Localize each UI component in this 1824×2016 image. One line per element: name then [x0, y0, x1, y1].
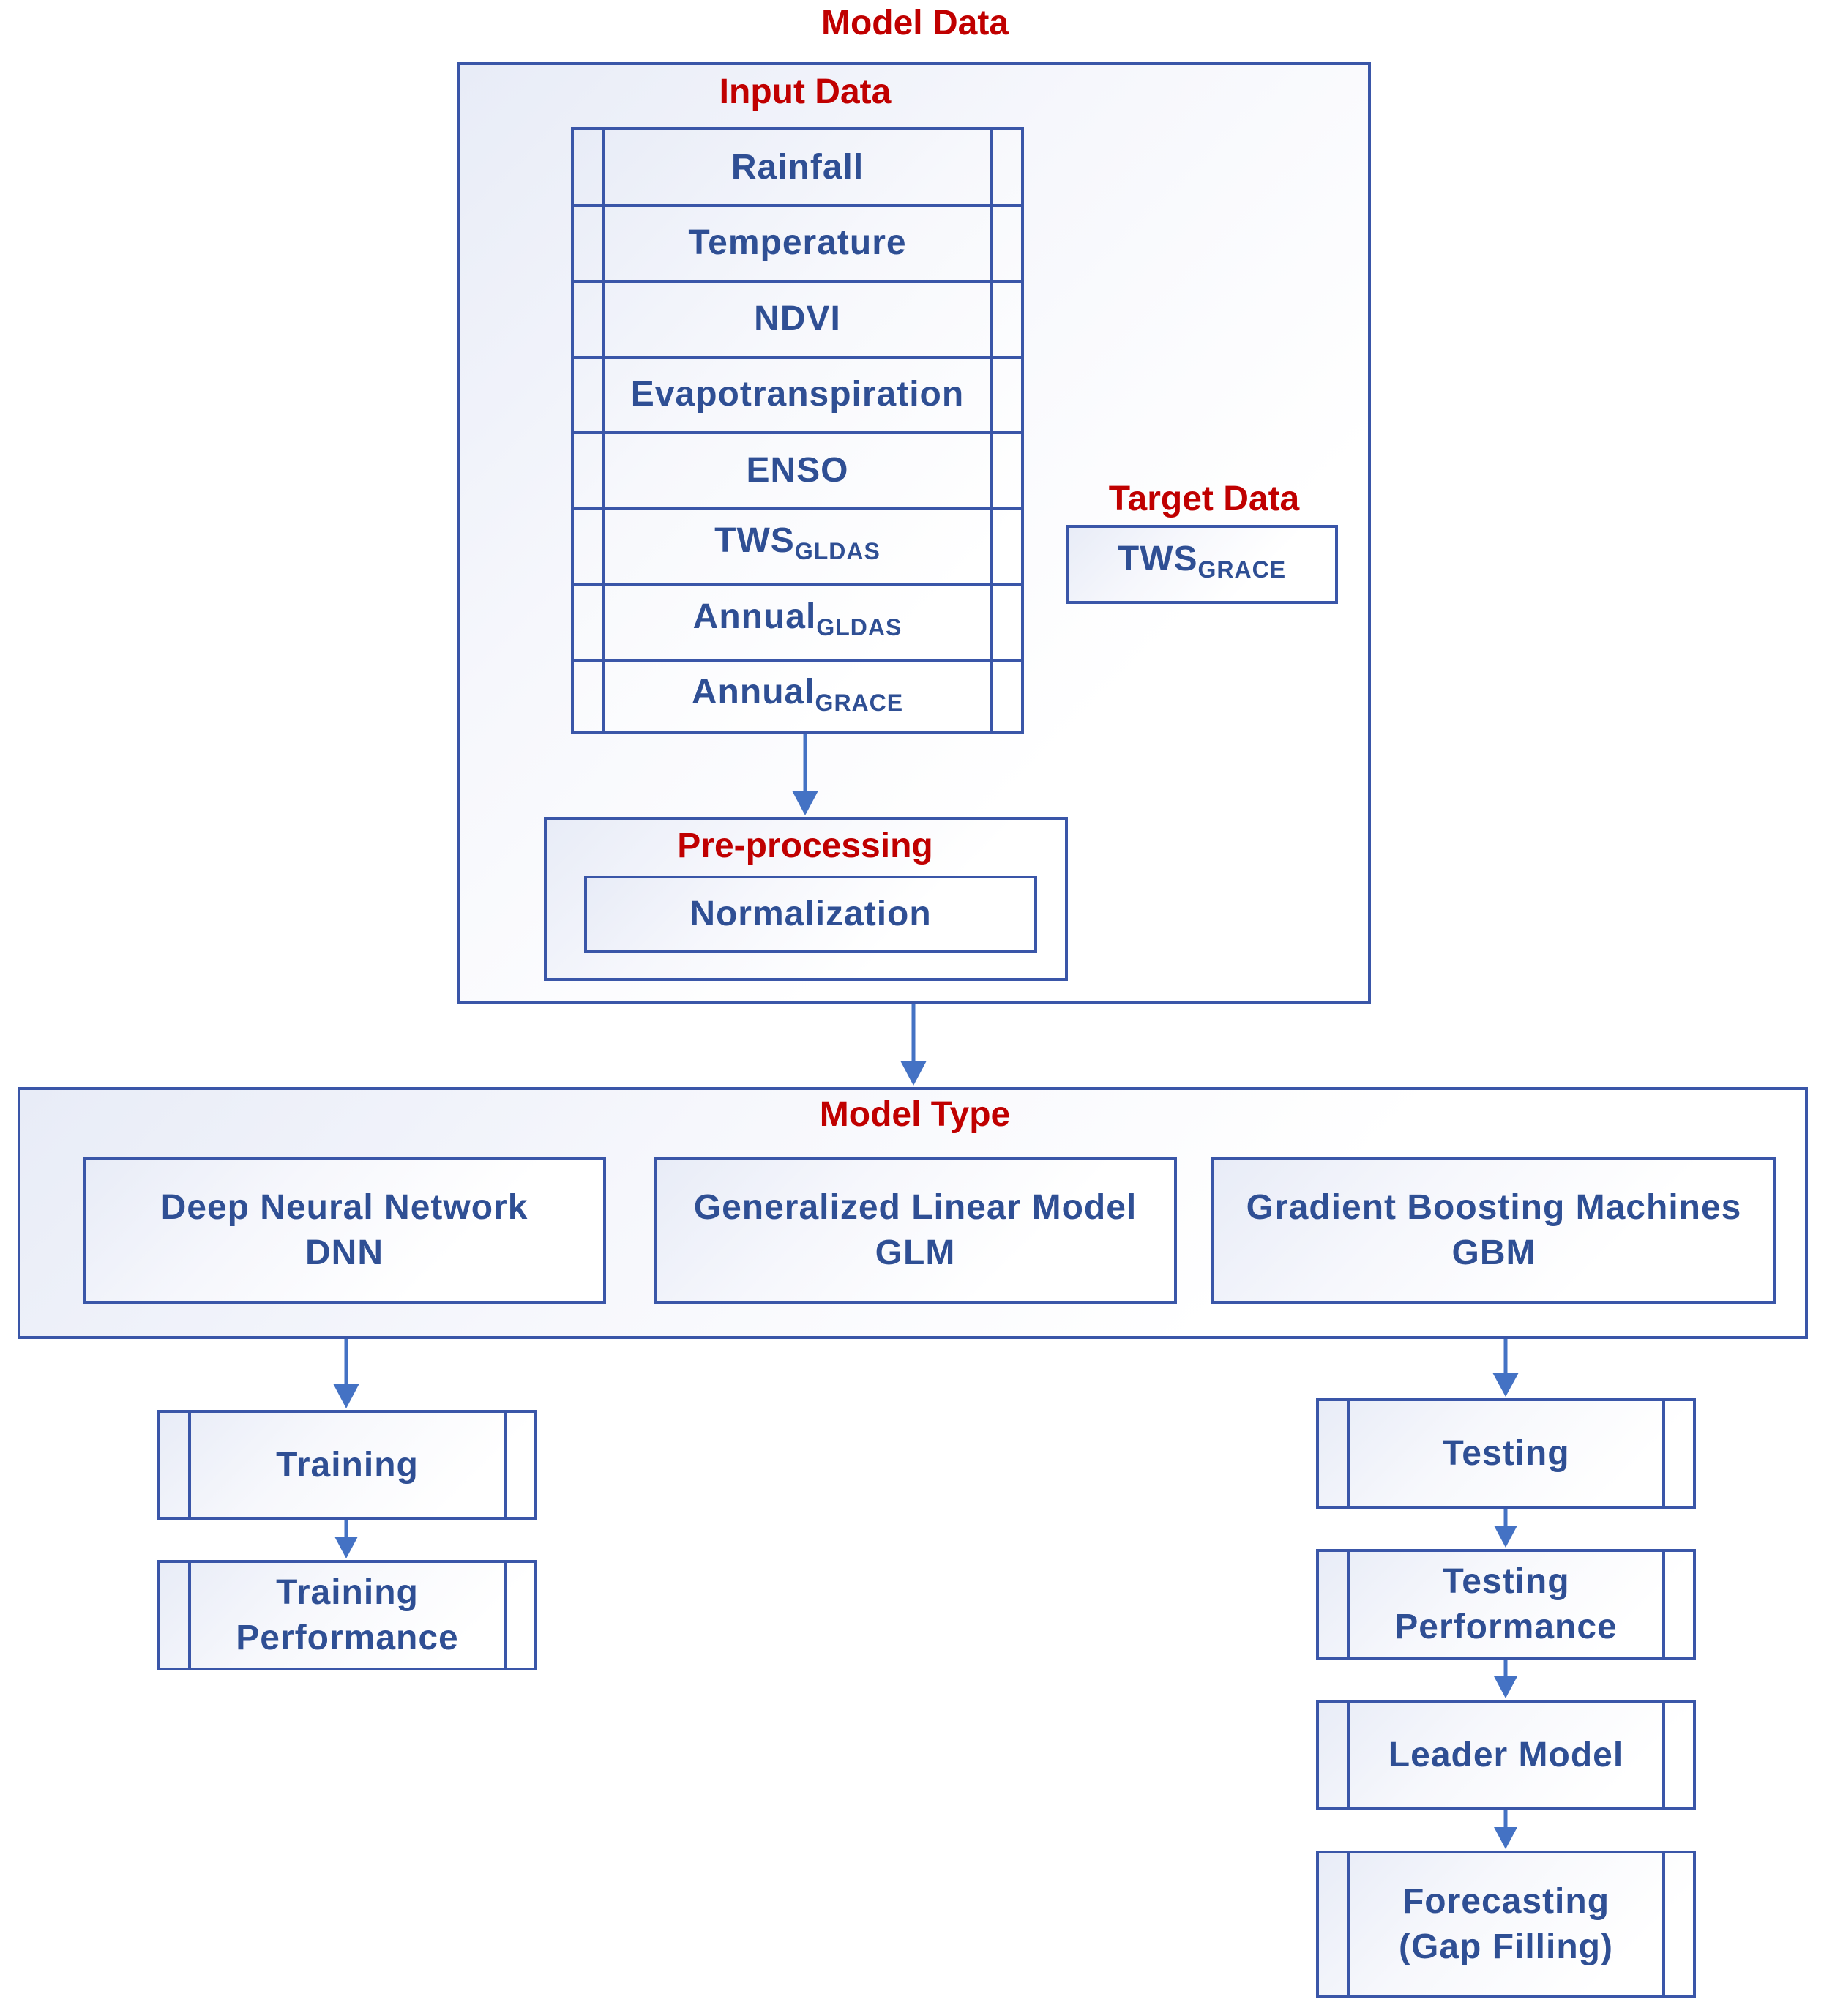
training-label: Training	[276, 1445, 419, 1485]
testing-performance-box: Testing Performance	[1316, 1549, 1696, 1660]
arrowhead-modeltype-to-training	[333, 1384, 359, 1408]
input-row: Rainfall	[605, 130, 990, 206]
target-tws-label: TWS	[1117, 540, 1198, 578]
input-row: Evapotranspiration	[605, 357, 990, 433]
testing-label: Testing	[1442, 1433, 1570, 1473]
input-row-label: Annual	[691, 673, 815, 712]
training-box: Training	[157, 1410, 537, 1520]
input-row-subscript: GRACE	[815, 690, 904, 717]
input-row: NDVI	[605, 281, 990, 357]
arrowhead-modeltype-to-testing	[1492, 1373, 1519, 1397]
input-row: AnnualGLDAS	[605, 584, 990, 660]
input-row: AnnualGRACE	[605, 660, 990, 736]
input-row-divider	[574, 355, 1021, 359]
model-name-gbm: Gradient Boosting Machines	[1246, 1187, 1742, 1227]
model-box-gbm: Gradient Boosting Machines GBM	[1211, 1157, 1776, 1304]
testing-performance-line2: Performance	[1394, 1607, 1618, 1646]
target-data-box: TWSGRACE	[1066, 525, 1338, 604]
input-row-divider	[574, 280, 1021, 283]
model-box-dnn: Deep Neural Network DNN	[83, 1157, 606, 1304]
input-data-title: Input Data	[719, 72, 892, 111]
arrowhead-training-to-performance	[334, 1537, 358, 1558]
model-type-title: Model Type	[819, 1095, 1011, 1134]
model-name-glm: Generalized Linear Model	[693, 1187, 1137, 1227]
input-row: TWSGLDAS	[605, 509, 990, 585]
training-performance-line2: Performance	[236, 1618, 459, 1657]
arrowhead-testing-to-performance	[1494, 1526, 1517, 1548]
input-row-divider	[574, 431, 1021, 434]
preprocessing-title: Pre-processing	[677, 826, 933, 865]
training-performance-line1: Training	[276, 1572, 419, 1612]
input-row-label: NDVI	[754, 299, 841, 338]
normalization-box: Normalization	[584, 876, 1037, 953]
input-row-divider	[574, 507, 1021, 510]
target-data-title: Target Data	[1108, 479, 1300, 518]
input-row: Temperature	[605, 206, 990, 282]
model-abbr-gbm: GBM	[1451, 1233, 1536, 1272]
arrowhead-performance-to-leader	[1494, 1676, 1517, 1698]
model-data-title: Model Data	[821, 4, 1009, 42]
input-row-subscript: GLDAS	[794, 538, 881, 565]
input-row-label: Evapotranspiration	[630, 375, 965, 414]
testing-performance-line1: Testing	[1442, 1561, 1570, 1601]
normalization-label: Normalization	[689, 895, 932, 933]
testing-box: Testing	[1316, 1398, 1696, 1509]
input-row-label: TWS	[714, 521, 795, 561]
input-row: ENSO	[605, 433, 990, 509]
input-row-subscript: GLDAS	[816, 613, 902, 641]
training-performance-box: Training Performance	[157, 1560, 537, 1670]
arrowhead-leader-to-forecasting	[1494, 1827, 1517, 1849]
forecasting-line2: (Gap Filling)	[1399, 1927, 1613, 1966]
input-row-divider	[574, 204, 1021, 207]
model-name-dnn: Deep Neural Network	[160, 1187, 528, 1227]
arrowhead-input-to-preprocessing	[792, 791, 818, 815]
model-abbr-glm: GLM	[875, 1233, 956, 1272]
arrowhead-modeldata-to-modeltype	[900, 1061, 927, 1086]
model-box-glm: Generalized Linear Model GLM	[654, 1157, 1177, 1304]
model-abbr-dnn: DNN	[305, 1233, 384, 1272]
leader-model-label: Leader Model	[1388, 1735, 1624, 1774]
input-row-divider	[574, 658, 1021, 662]
forecasting-line1: Forecasting	[1402, 1881, 1610, 1921]
input-row-label: Rainfall	[730, 147, 864, 187]
leader-model-box: Leader Model	[1316, 1700, 1696, 1810]
input-row-label: Temperature	[688, 223, 907, 263]
forecasting-box: Forecasting (Gap Filling)	[1316, 1851, 1696, 1998]
input-row-label: Annual	[692, 597, 817, 636]
input-row-label: ENSO	[746, 450, 849, 490]
input-row-divider	[574, 583, 1021, 586]
target-tws-subscript: GRACE	[1197, 556, 1287, 583]
